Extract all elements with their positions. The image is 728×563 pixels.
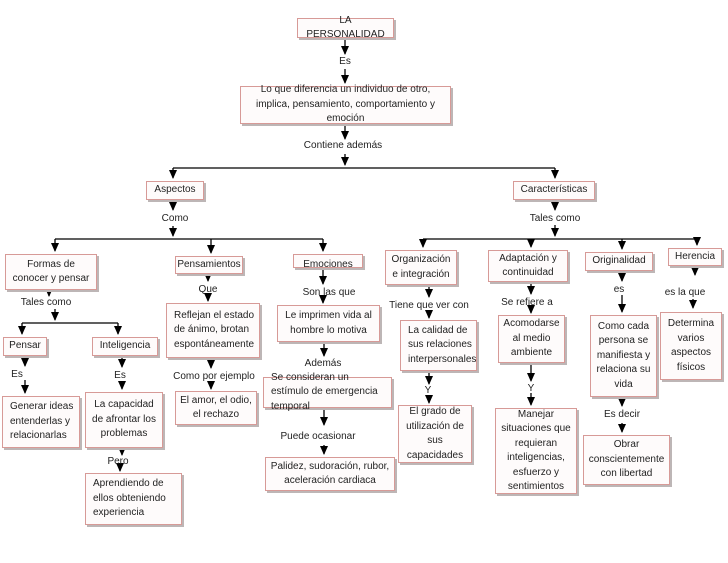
node-caracteristicas: Características [513,181,595,200]
label-es-inteligencia: Es [114,370,126,381]
label-como: Como [161,213,189,224]
node-la-personalidad: LA PERSONALIDAD [297,15,394,40]
label-es-decir: Es decir [603,409,641,420]
node-reflejan: Reflejan el estado de ánimo, brotan espo… [166,303,260,358]
label-que: Que [198,284,218,295]
label-ademas: Además [304,358,342,369]
node-emociones: Emociones [293,254,363,268]
label-tales-como-left: Tales como [20,297,72,308]
node-palidez: Palidez, sudoración, rubor, aceleración … [265,457,395,491]
label-es-originalidad: es [613,284,625,295]
node-acomodarse: Acomodarse al medio ambiente [498,315,565,363]
label-contiene-ademas: Contiene además [303,140,383,151]
label-tiene-que-ver-con: Tiene que ver con [389,300,469,311]
node-definition: Lo que diferencia un individuo de otro, … [240,84,451,124]
node-pensamientos: Pensamientos [175,256,243,274]
label-como-por-ejemplo: Como por ejemplo [173,371,255,382]
node-obrar: Obrar conscientemente con libertad [583,435,670,485]
node-grado: El grado de utilización de sus capacidad… [398,405,472,463]
node-originalidad: Originalidad [585,252,653,271]
node-capacidad: La capacidad de afrontar los problemas [85,392,163,448]
label-y-adaptacion: Y [527,383,535,394]
node-manejar: Manejar situaciones que requieran inteli… [495,408,577,494]
node-como-cada-persona: Como cada persona se manifiesta y relaci… [590,315,657,397]
node-inteligencia: Inteligencia [92,337,158,356]
node-organizacion: Organización e integración [385,250,457,285]
label-y-organizacion: Y [424,385,432,396]
label-puede-ocasionar: Puede ocasionar [280,431,356,442]
node-determina: Determina varios aspectos físicos [660,312,722,380]
label-son-las-que: Son las que [302,287,356,298]
node-generar-ideas: Generar ideas entenderlas y relacionarla… [2,396,80,448]
node-calidad: La calidad de sus relaciones interperson… [400,320,477,371]
node-adaptacion: Adaptación y continuidad [488,250,568,282]
node-pensar: Pensar [3,337,47,356]
node-formas-de-conocer: Formas de conocer y pensar [5,254,97,290]
label-tales-como-right: Tales como [529,213,581,224]
label-se-refiere-a: Se refiere a [501,297,553,308]
node-estimulo: Se consideran un estímulo de emergencia … [263,372,392,412]
node-aspectos: Aspectos [146,181,204,200]
label-pero: Pero [107,456,129,467]
label-es-pensar: Es [11,369,23,380]
node-aprendiendo: Aprendiendo de ellos obteniendo experien… [85,473,182,525]
node-imprimen-vida: Le imprimen vida al hombre lo motiva [277,305,380,342]
label-es-la-que: es la que [664,287,706,298]
label-es-root: Es [339,56,351,67]
node-herencia: Herencia [668,248,722,266]
node-amor-odio: El amor, el odio, el rechazo [175,391,257,425]
